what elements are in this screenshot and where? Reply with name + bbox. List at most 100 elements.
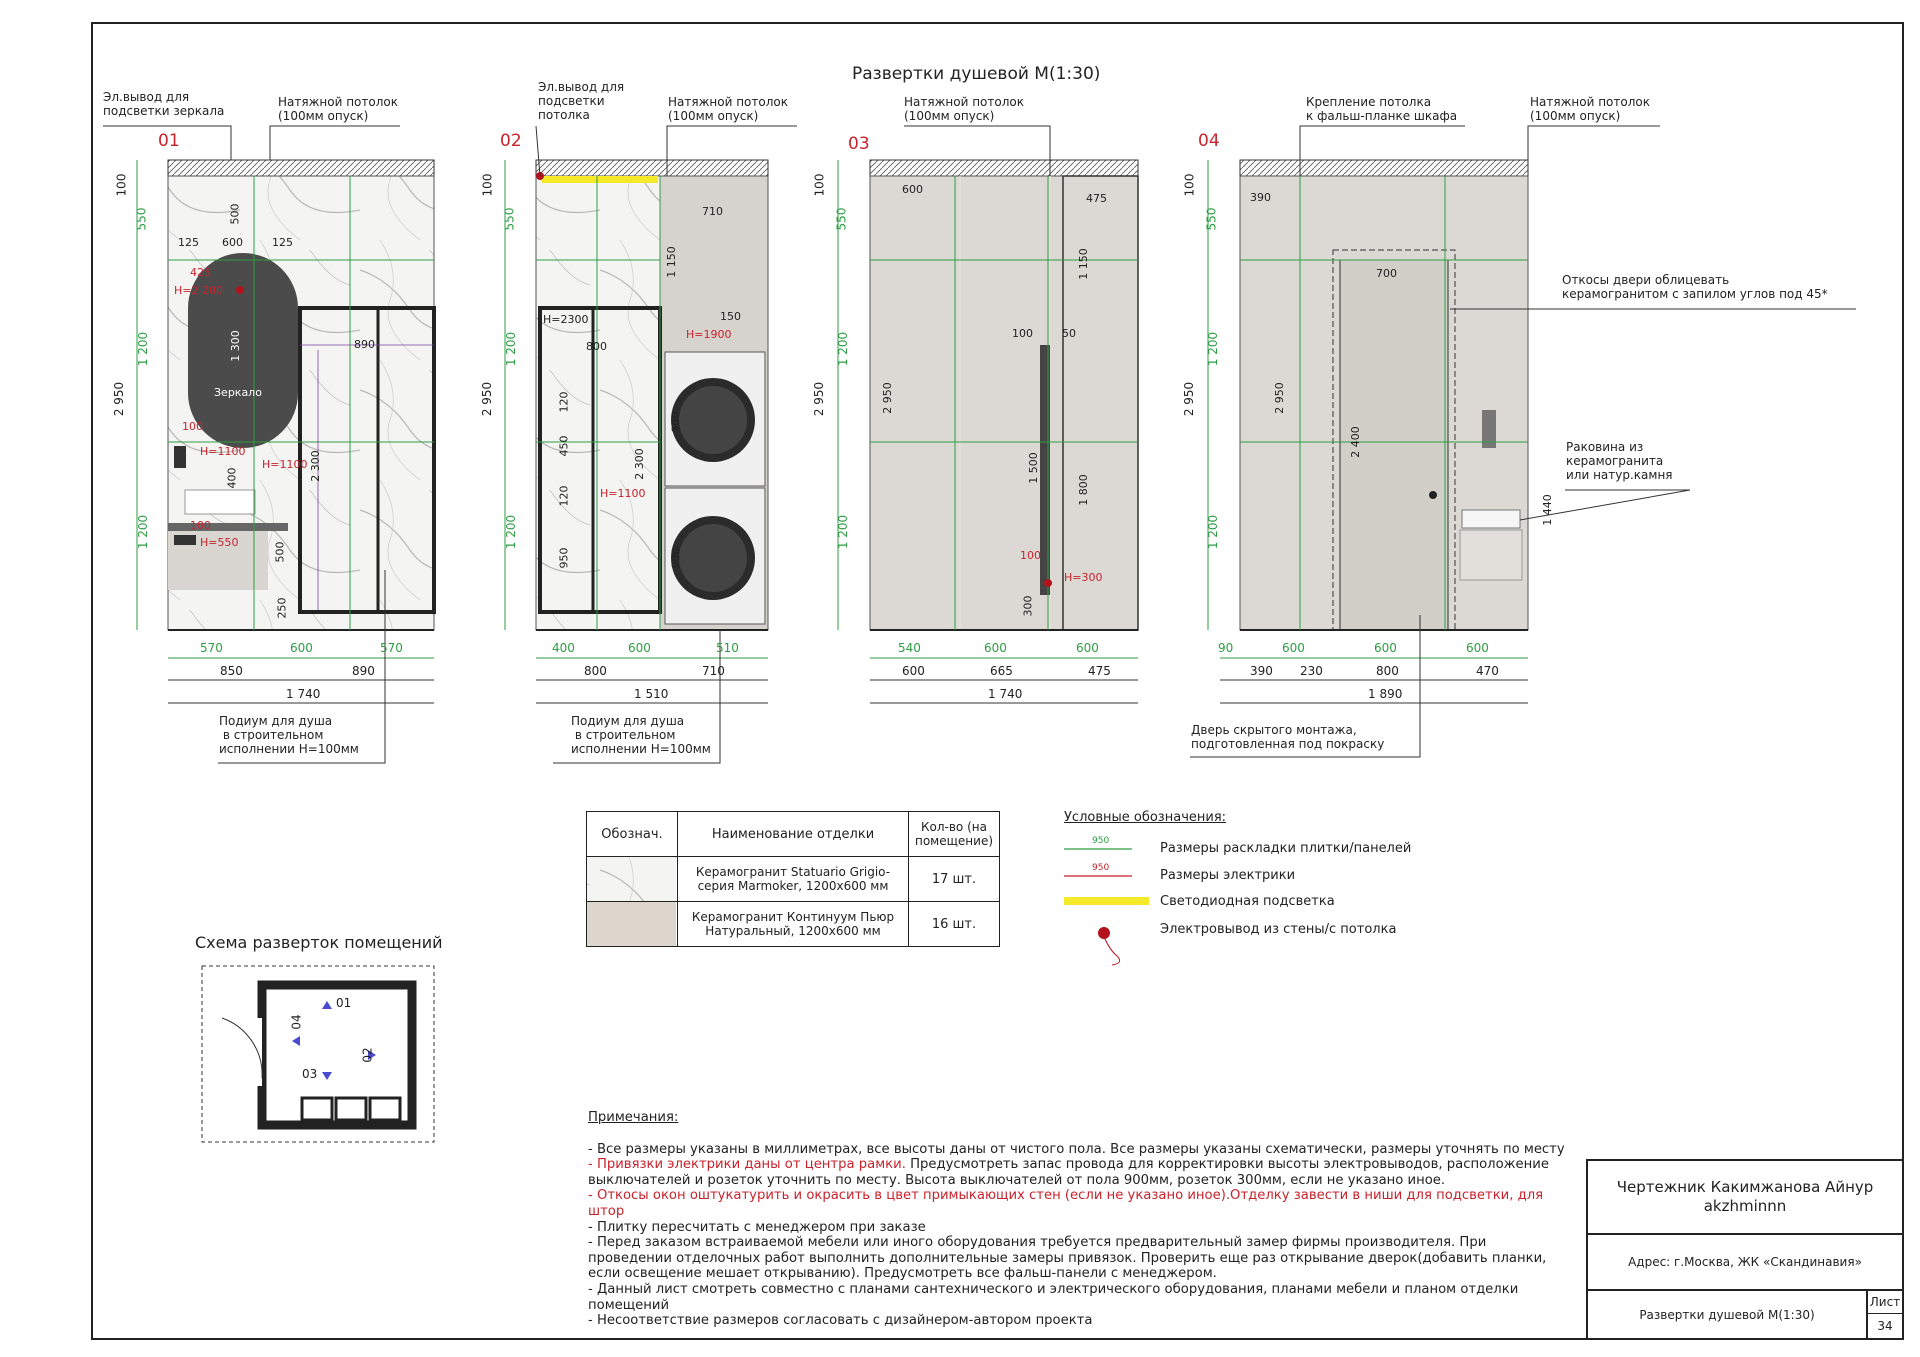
callout-hidden-door: Дверь скрытого монтажа, подготовленная п… bbox=[1191, 723, 1385, 751]
dim-01-a: 125 bbox=[178, 236, 199, 249]
finish-table: Обознач. Наименование отделки Кол-во (на… bbox=[586, 811, 1000, 947]
dim-01-d: 500 bbox=[228, 203, 242, 225]
vdim-top-03: 100 bbox=[812, 173, 827, 197]
note-6: - Данный лист смотреть совместно с плана… bbox=[588, 1281, 1519, 1313]
dim-01-e: 425 bbox=[190, 266, 211, 279]
vdim-low-01: 1 200 bbox=[136, 514, 151, 550]
dim-03-g: 1 500 bbox=[1026, 452, 1040, 484]
note-2-red: - Привязки электрики даны от центра рамк… bbox=[588, 1157, 906, 1173]
legend-item-outlet: Электровывод из стены/с потолка bbox=[1160, 922, 1397, 937]
legend-title: Условные обозначения: bbox=[1064, 810, 1227, 825]
dim-03-d: 100 bbox=[1012, 327, 1033, 340]
vdim-upper-02: 550 bbox=[502, 207, 517, 231]
vdim-mid-02: 1 200 bbox=[504, 331, 519, 367]
dim-03-h: 1 800 bbox=[1076, 474, 1090, 506]
vdim-mid-04: 1 200 bbox=[1206, 331, 1221, 367]
dim-04-d: 2 400 bbox=[1348, 426, 1362, 458]
vdim-top-02: 100 bbox=[480, 173, 495, 197]
dim-03-b: 475 bbox=[1086, 192, 1107, 205]
dim-01-h: 890 bbox=[354, 338, 375, 351]
dim-01-g: 1 300 bbox=[228, 330, 242, 362]
stamp-sheet-num: 34 bbox=[1877, 1319, 1893, 1333]
vdim-total-03: 2 950 bbox=[812, 381, 827, 417]
bdim-04-b2: 230 bbox=[1300, 664, 1323, 678]
bdim-04-a2: 600 bbox=[1282, 641, 1305, 655]
dim-03-c: 1 150 bbox=[1076, 248, 1090, 280]
vdim-top-01: 100 bbox=[114, 173, 129, 197]
vdim-mid-03: 1 200 bbox=[836, 331, 851, 367]
scheme-title: Схема разверток помещений bbox=[195, 933, 443, 952]
note-2: - Привязки электрики даны от центра рамк… bbox=[588, 1157, 1568, 1188]
dim-02-c: 150 bbox=[720, 310, 741, 323]
notes: Примечания: - Все размеры указаны в милл… bbox=[588, 1110, 1568, 1329]
dim-01-q: 250 bbox=[275, 597, 289, 619]
callout-ceiling-03: Натяжной потолок (100мм опуск) bbox=[904, 95, 1024, 123]
dim-01-j: H=1100 bbox=[200, 445, 246, 458]
vdim-total-01: 2 950 bbox=[112, 381, 127, 417]
dim-02-j: H=1100 bbox=[600, 487, 646, 500]
dim-02-b: 1 150 bbox=[664, 246, 678, 278]
finish-swatch-1 bbox=[586, 856, 678, 902]
dim-02-e: H=2300 bbox=[543, 313, 589, 326]
dim-01-b: 600 bbox=[222, 236, 243, 249]
dim-01-i: 100 bbox=[182, 420, 203, 433]
dim-04-a: 390 bbox=[1250, 191, 1271, 204]
callout-ceiling-fixing: Крепление потолка к фальш-планке шкафа bbox=[1306, 95, 1458, 123]
finish-header-qty: Кол-во (на помещение) bbox=[908, 811, 1000, 857]
bdim-02-a3: 510 bbox=[716, 641, 739, 655]
bdim-04-total: 1 890 bbox=[1368, 687, 1403, 701]
title-block: Чертежник Какимжанова Айнур akzhminnn Ад… bbox=[1586, 1159, 1904, 1340]
scheme-mark-01: 01 bbox=[336, 996, 352, 1010]
finish-swatch-2 bbox=[586, 901, 678, 947]
bdim-04-b3: 800 bbox=[1376, 664, 1399, 678]
bdim-04-b1: 390 bbox=[1250, 664, 1273, 678]
vdim-total-04: 2 950 bbox=[1182, 381, 1197, 417]
scheme-mark-04: 04 bbox=[289, 1014, 304, 1030]
dim-02-d: H=1900 bbox=[686, 328, 732, 341]
notes-heading: Примечания: bbox=[588, 1110, 679, 1125]
dim-01-m: 2 300 bbox=[308, 450, 322, 482]
dim-02-i: 2 300 bbox=[632, 448, 646, 480]
view-number-02: 02 bbox=[500, 131, 522, 151]
finish-qty-1: 17 шт. bbox=[908, 856, 1000, 902]
drawing-sheet-frame bbox=[91, 22, 1904, 1340]
legend-item-led: Светодиодная подсветка bbox=[1160, 894, 1335, 909]
bdim-01-a3: 570 bbox=[380, 641, 403, 655]
bdim-01-total: 1 740 bbox=[286, 687, 321, 701]
dim-03-a: 600 bbox=[902, 183, 923, 196]
callout-door-slopes: Откосы двери облицевать керамогранитом с… bbox=[1562, 273, 1828, 301]
vdim-upper-04: 550 bbox=[1204, 207, 1219, 231]
dim-03-f: 2 950 bbox=[880, 382, 894, 414]
bdim-03-b3: 475 bbox=[1088, 664, 1111, 678]
note-4: - Плитку пересчитать с менеджером при за… bbox=[588, 1219, 926, 1235]
bdim-01-a2: 600 bbox=[290, 641, 313, 655]
dim-04-b: 700 bbox=[1376, 267, 1397, 280]
bdim-04-a4: 600 bbox=[1466, 641, 1489, 655]
elevation-04 bbox=[1207, 159, 1529, 631]
dim-02-h: 450 bbox=[557, 435, 571, 457]
callout-ceiling-outlet: Эл.вывод для подсветки потолка bbox=[538, 80, 625, 122]
bdim-03-a3: 600 bbox=[1076, 641, 1099, 655]
bdim-04-b4: 470 bbox=[1476, 664, 1499, 678]
elevation-01 bbox=[136, 159, 436, 631]
vdim-upper-01: 550 bbox=[134, 207, 149, 231]
legend-sample-elec: 950 bbox=[1092, 863, 1110, 873]
elevation-02 bbox=[504, 159, 769, 631]
callout-ceiling-04: Натяжной потолок (100мм опуск) bbox=[1530, 95, 1650, 123]
dim-01-f: H=2 200 bbox=[174, 284, 223, 297]
dim-01-c: 125 bbox=[272, 236, 293, 249]
vdim-low-03: 1 200 bbox=[836, 514, 851, 550]
legend-item-elec: Размеры электрики bbox=[1160, 868, 1296, 883]
dim-03-i: 100 bbox=[1020, 549, 1041, 562]
bdim-01-a1: 570 bbox=[200, 641, 223, 655]
vdim-mid-01: 1 200 bbox=[136, 331, 151, 367]
callout-ceiling-02: Натяжной потолок (100мм опуск) bbox=[668, 95, 788, 123]
legend-item-tile: Размеры раскладки плитки/панелей bbox=[1160, 841, 1412, 856]
bdim-03-b1: 600 bbox=[902, 664, 925, 678]
note-1: - Все размеры указаны в миллиметрах, все… bbox=[588, 1141, 1565, 1157]
dim-02-g: 120 bbox=[557, 391, 571, 413]
view-number-01: 01 bbox=[158, 131, 180, 151]
bdim-02-total: 1 510 bbox=[634, 687, 669, 701]
dim-04-c: 2 950 bbox=[1272, 382, 1286, 414]
callout-mirror-outlet: Эл.вывод для подсветки зеркала bbox=[103, 90, 225, 118]
